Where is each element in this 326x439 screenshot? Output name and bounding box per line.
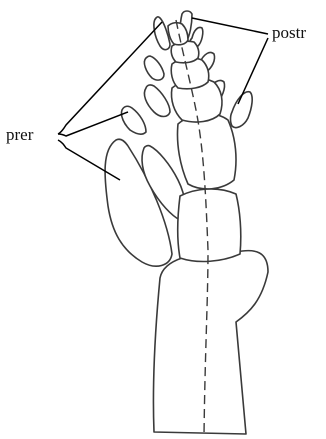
axis-segment-1 xyxy=(178,189,241,262)
label-prer: prer xyxy=(6,125,34,144)
basal-segment xyxy=(153,251,268,434)
prer-segment-3 xyxy=(121,106,146,134)
prer-segment-6 xyxy=(154,17,170,50)
prer-segment-5 xyxy=(144,56,164,80)
label-postr: postr xyxy=(272,23,306,42)
prer-segment-4 xyxy=(144,85,170,117)
axis-segment-2 xyxy=(177,114,236,189)
